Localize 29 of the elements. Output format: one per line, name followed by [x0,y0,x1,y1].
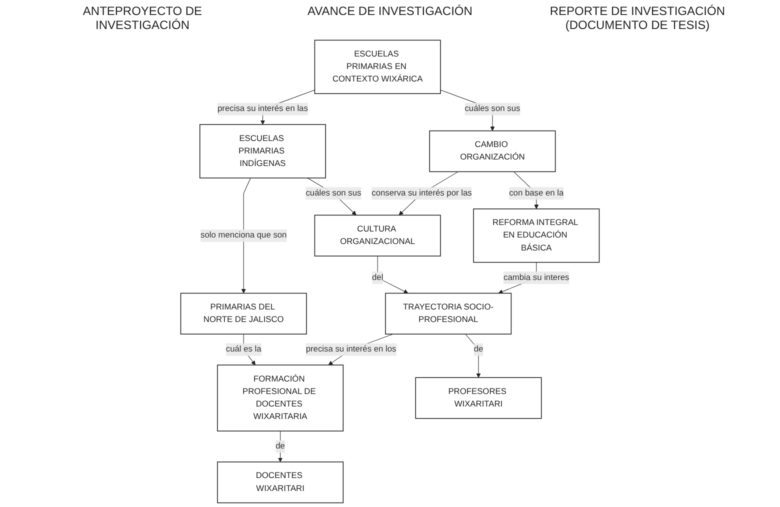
edge-label: conserva su interés por las [372,188,472,198]
node-box: REFORMA INTEGRAL EN EDUCACIÓN BÁSICA [473,208,600,263]
node-box: CAMBIO ORGANIZACIÓN [429,130,556,172]
node-box: PROFESORES WIXARITARI [415,377,542,419]
edge-label: de [276,442,285,451]
node-box: TRAYECTORIA SOCIO-PROFESIONAL [385,292,512,334]
column-heading: AVANCE DE INVESTIGACIÓN [308,4,472,20]
edge-label: cuál es la [226,344,262,354]
column-heading: REPORTE DE INVESTIGACIÓN (DOCUMENTO DE TESIS) [548,4,726,32]
arrow [465,334,481,378]
node-box: ESCUELAS PRIMARIAS EN CONTEXTO WIXÁRICA [314,40,441,94]
column-heading: ANTEPROYECTO DE INVESTIGACIÓN [82,4,204,32]
edge-label: del [372,273,384,282]
node-box: PRIMARIAS DEL NORTE DE JALISCO [180,292,307,334]
arrow [241,178,251,294]
node-box: ESCUELAS PRIMARIAS INDÍGENAS [199,124,326,178]
edge-label: con base en la [509,188,564,198]
node-box: CULTURA ORGANIZACIONAL [314,214,441,256]
node-box: FORMACIÓN PROFESIONAL DE DOCENTES WIXARITARIA [217,364,344,432]
edge-label: precisa su interés en los [306,344,396,354]
edge-label: solo menciona que son [200,230,287,240]
edge-label: precisa su interés en las [218,104,308,114]
arrow [377,256,408,294]
edge-label: de [474,344,484,354]
node-box: DOCENTES WIXARITARI [217,462,344,504]
arrow [278,430,283,462]
edge-label: cuáles son sus [306,188,362,198]
edge-label: cuáles son sus [464,104,520,114]
edge-label: cambia su interes [504,273,570,282]
